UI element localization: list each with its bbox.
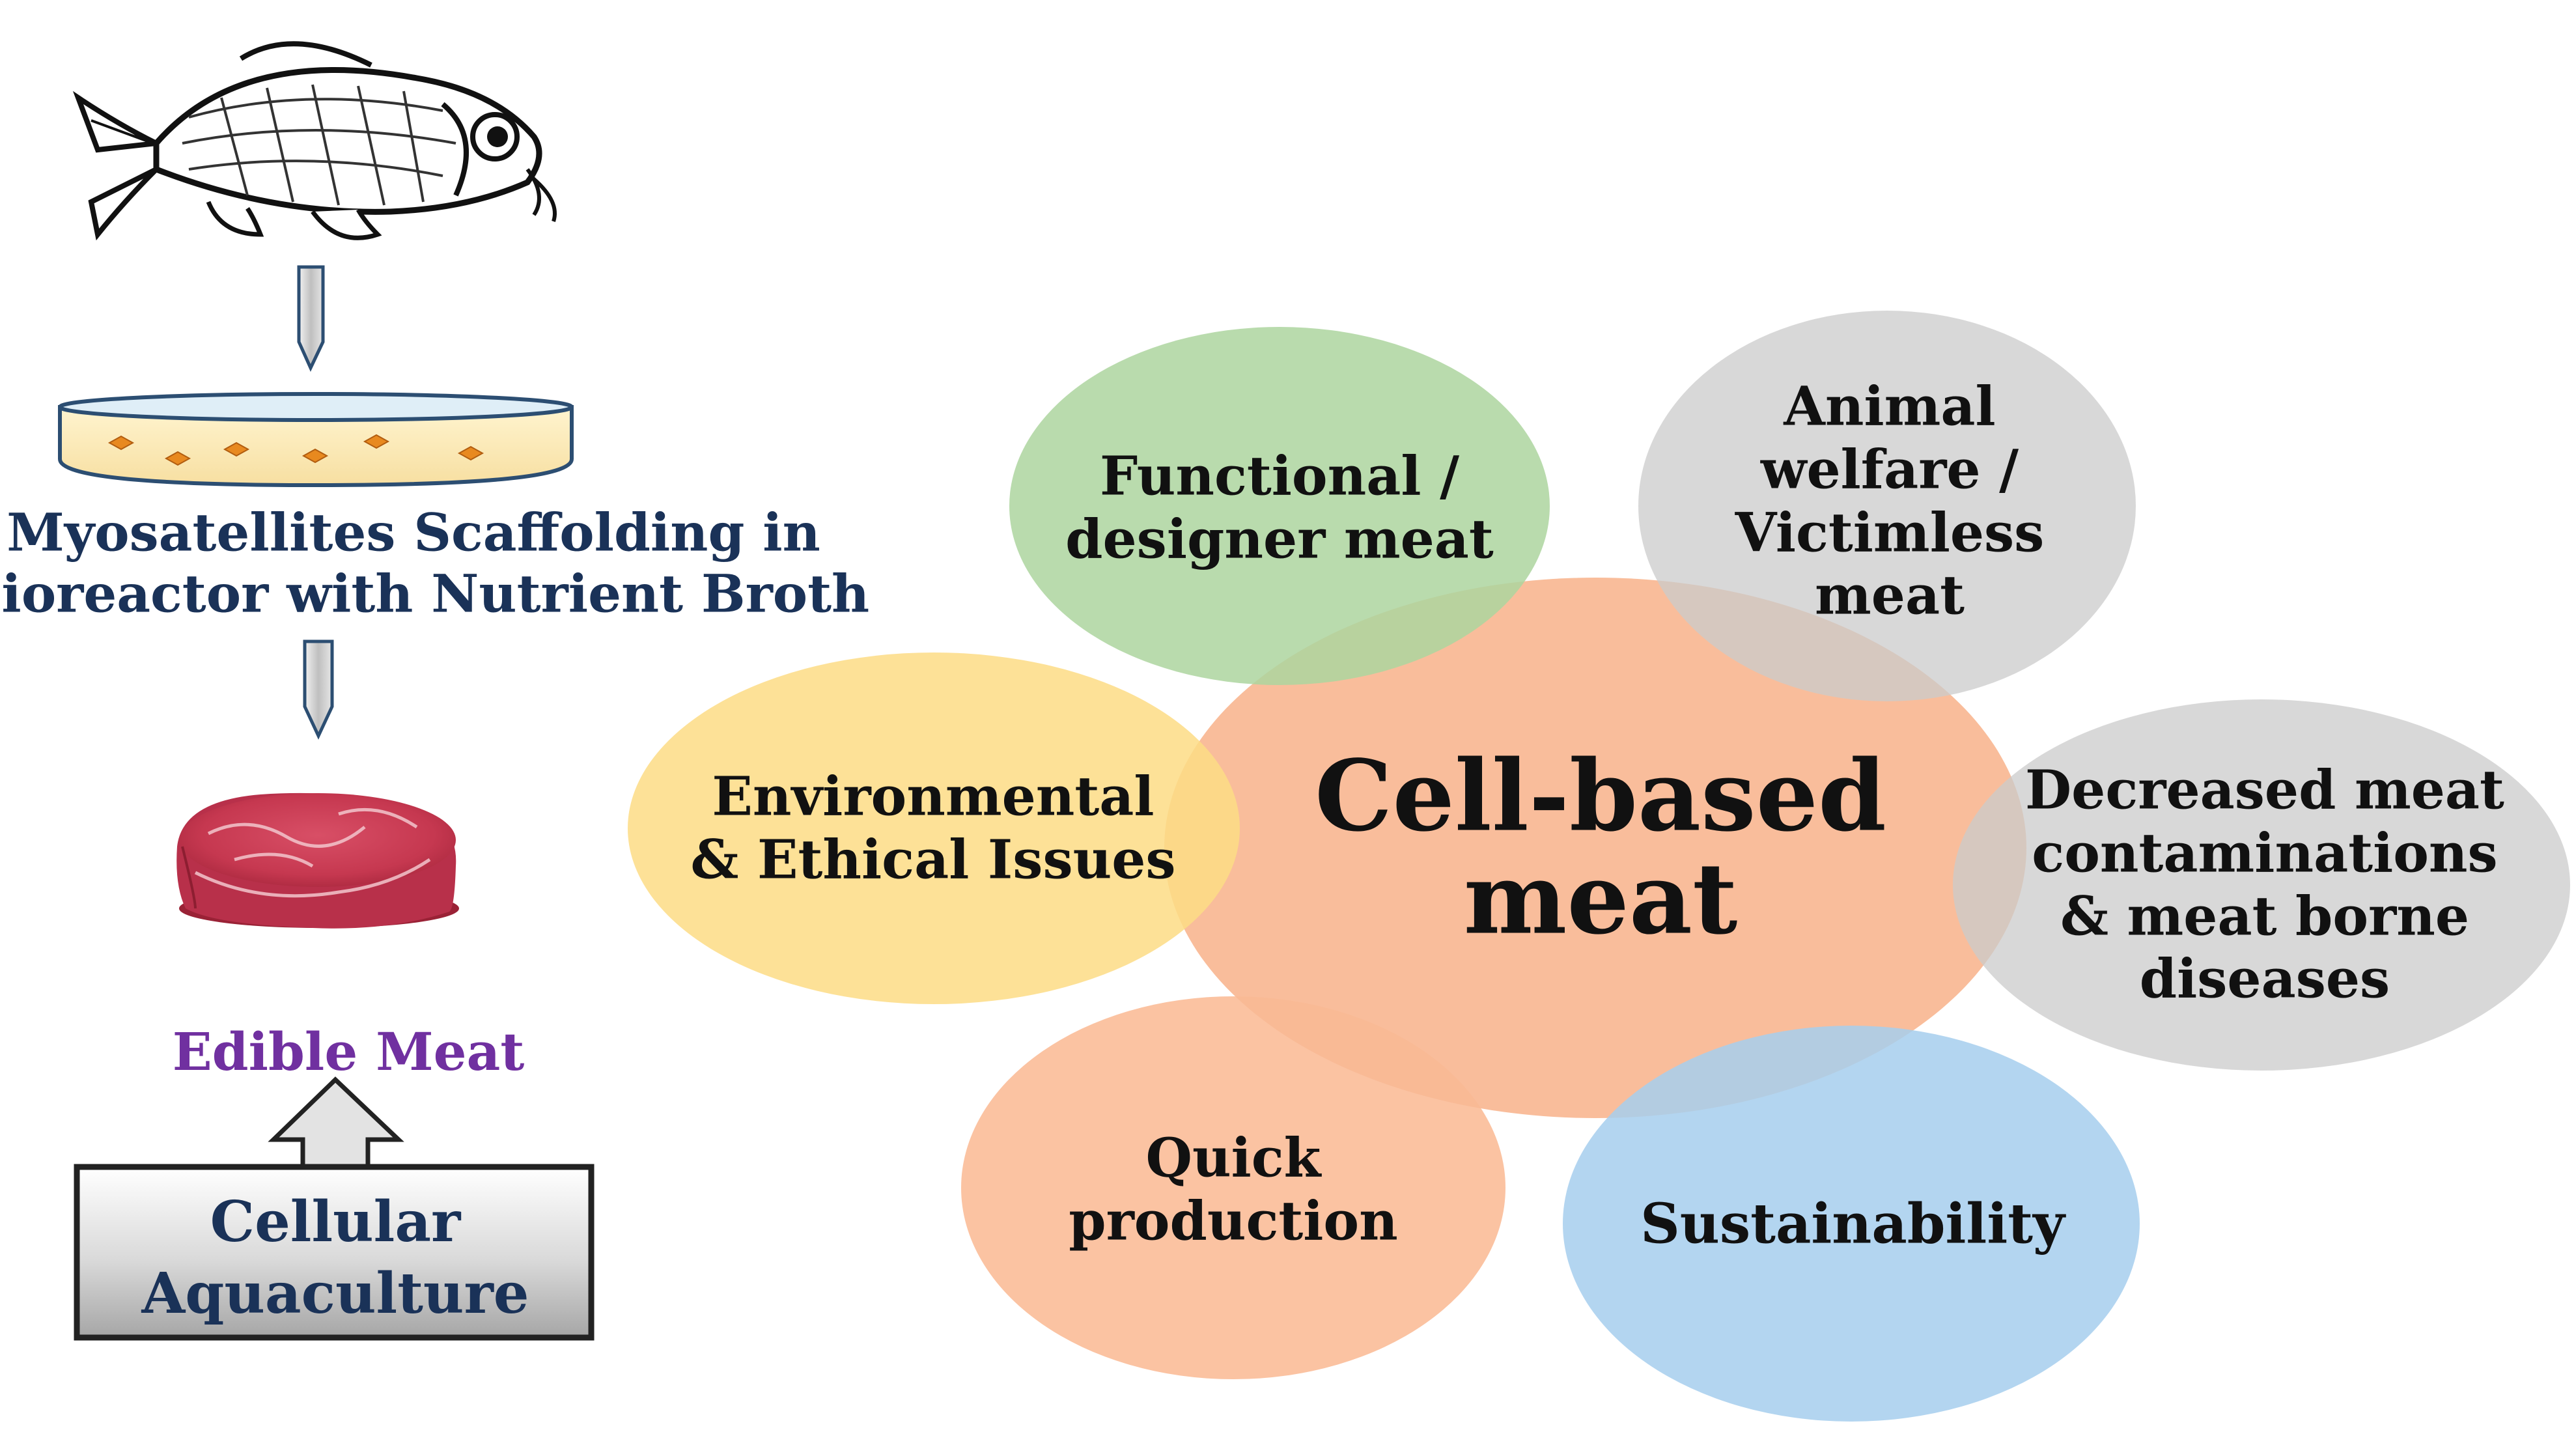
center-label-line: Cell-based xyxy=(1315,738,1886,854)
benefit-label-quick: Quick production xyxy=(1069,1127,1397,1253)
down-arrow-icon xyxy=(303,639,334,740)
benefit-line: production xyxy=(1069,1190,1398,1252)
benefit-label-sustainability: Sustainability xyxy=(1640,1191,2065,1256)
benefit-line: Quick xyxy=(1145,1127,1321,1190)
center-label: Cell-based meat xyxy=(1315,738,1886,956)
ellipse-quick xyxy=(961,996,1505,1379)
center-ellipse xyxy=(1164,578,2026,1118)
benefit-line: Decreased meat xyxy=(2025,759,2504,822)
benefit-line: contaminations xyxy=(2032,822,2498,885)
benefit-ellipses xyxy=(628,311,2570,1422)
ellipse-welfare xyxy=(1638,311,2136,701)
benefit-line: welfare / xyxy=(1760,438,2019,501)
cellular-aquaculture-label: Cellular Aquaculture xyxy=(142,1186,529,1330)
benefit-line: Functional / xyxy=(1099,445,1460,508)
benefit-line: designer meat xyxy=(1065,508,1494,570)
center-label-line: meat xyxy=(1463,841,1738,956)
up-arrow-icon xyxy=(268,1076,404,1175)
ellipse-functional xyxy=(1009,327,1550,685)
culture-label-line: Myosatellites Scaffolding in xyxy=(7,501,820,563)
ellipse-contamination xyxy=(1953,699,2570,1071)
benefit-line: meat xyxy=(1815,564,1965,627)
benefit-line: diseases xyxy=(2139,947,2390,1011)
petri-dish-icon xyxy=(58,392,574,488)
benefit-label-contamination: Decreased meat contaminations & meat bor… xyxy=(2025,759,2504,1011)
benefit-label-environmental: Environmental & Ethical Issues xyxy=(690,765,1175,891)
fish-icon xyxy=(72,41,557,241)
down-arrow-icon xyxy=(297,265,325,372)
cellular-aquaculture-box xyxy=(74,1164,595,1341)
culture-label-line: Bioreactor with Nutrient Broth xyxy=(0,563,870,624)
benefit-line: Animal xyxy=(1784,375,1996,438)
edible-meat-label: Edible Meat xyxy=(172,1020,525,1082)
source-box-line: Aquaculture xyxy=(141,1261,529,1326)
benefit-line: Sustainability xyxy=(1640,1191,2065,1256)
benefit-line: & Ethical Issues xyxy=(690,828,1176,891)
culture-label: Myosatellites Scaffolding in Bioreactor … xyxy=(0,502,869,625)
meat-steak-icon xyxy=(176,793,459,929)
benefit-label-welfare: Animal welfare / Victimless meat xyxy=(1735,376,2045,628)
benefit-label-functional: Functional / designer meat xyxy=(1065,445,1494,571)
benefit-line: Environmental xyxy=(712,765,1155,828)
ellipse-environmental xyxy=(628,652,1240,1004)
ellipse-sustainability xyxy=(1563,1026,2140,1422)
benefit-line: Victimless xyxy=(1735,501,2045,564)
benefit-line: & meat borne xyxy=(2060,885,2470,947)
source-box-line: Cellular xyxy=(210,1188,461,1255)
